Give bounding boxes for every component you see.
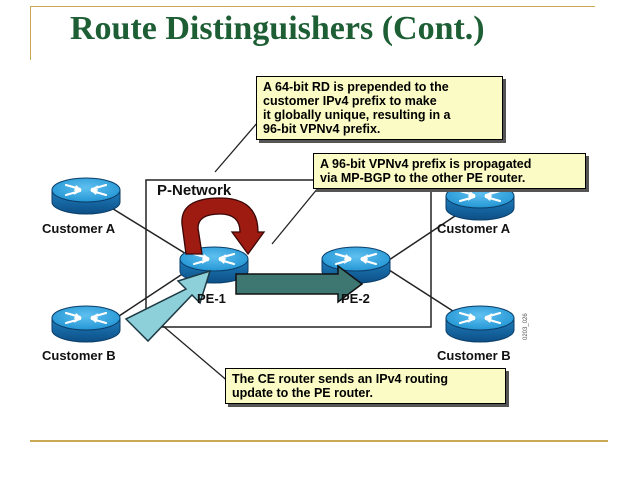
rd-prepend-arrow	[181, 197, 266, 256]
p-network-boundary	[145, 179, 432, 328]
router-customer-b-left	[50, 304, 122, 344]
callout-rd-line: customer IPv4 prefix to make	[263, 94, 437, 108]
label-pe2: PE-2	[341, 291, 370, 306]
callout-ce-line: update to the PE router.	[232, 386, 373, 400]
callout-vpnv4-line: via MP-BGP to the other PE router.	[320, 171, 526, 185]
bottom-rule	[30, 440, 608, 442]
router-customer-b-right	[444, 304, 516, 344]
top-rule-vertical	[30, 6, 31, 60]
p-network-label: P-Network	[157, 182, 232, 199]
callout-vpnv4: A 96-bit VPNv4 prefix is propagated via …	[313, 153, 586, 189]
figure-code: 0203_026	[523, 313, 529, 340]
router-customer-a-left	[50, 176, 122, 216]
callout-rd-line: A 64-bit RD is prepended to the	[263, 80, 449, 94]
callout-rd-line: 96-bit VPNv4 prefix.	[263, 122, 381, 136]
callout-leader-lines	[155, 121, 319, 384]
slide-title: Route Distinguishers (Cont.)	[70, 10, 485, 47]
callout-rd-line: it globally unique, resulting in a	[263, 108, 451, 122]
label-pe1: PE-1	[197, 291, 226, 306]
label-customer-b-left: Customer B	[42, 348, 116, 363]
mpbgp-arrow	[235, 264, 364, 304]
router-customer-a-right	[444, 182, 516, 222]
callout-ce: The CE router sends an IPv4 routing upda…	[225, 368, 506, 404]
label-customer-a-left: Customer A	[42, 221, 116, 236]
label-customer-a-right: Customer A	[437, 221, 511, 236]
callout-rd: A 64-bit RD is prepended to the customer…	[256, 76, 503, 140]
top-rule	[30, 6, 595, 7]
label-customer-b-right: Customer B	[437, 348, 511, 363]
callout-vpnv4-line: A 96-bit VPNv4 prefix is propagated	[320, 157, 532, 171]
ce-update-arrow	[124, 269, 212, 343]
callout-ce-line: The CE router sends an IPv4 routing	[232, 372, 449, 386]
